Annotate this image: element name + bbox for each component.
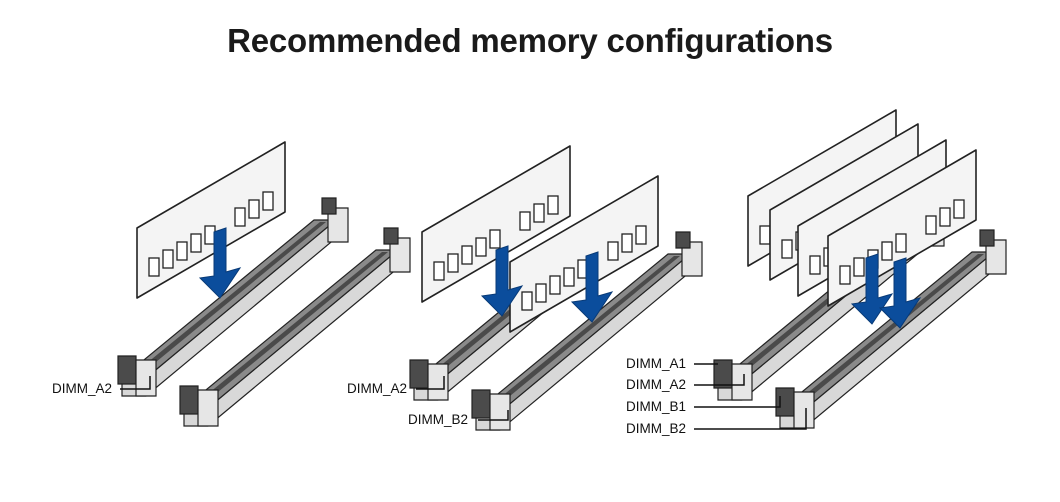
label-dimm-b2: DIMM_B2 [408,412,468,427]
label-dimm-a2: DIMM_A2 [626,377,686,392]
config-2-labels: DIMM_A2 DIMM_B2 [347,376,509,427]
label-dimm-a1: DIMM_A1 [626,356,686,371]
config-3-diagram [713,109,1007,429]
label-dimm-b1: DIMM_B1 [626,399,686,414]
page-title: Recommended memory configurations [227,22,833,59]
config-3-labels: DIMM_A1 DIMM_A2 DIMM_B1 DIMM_B2 [626,356,807,436]
label-dimm-a2: DIMM_A2 [347,381,407,396]
config-1-labels: DIMM_A2 [52,376,151,396]
label-dimm-a2: DIMM_A2 [52,381,112,396]
label-dimm-b2: DIMM_B2 [626,421,686,436]
